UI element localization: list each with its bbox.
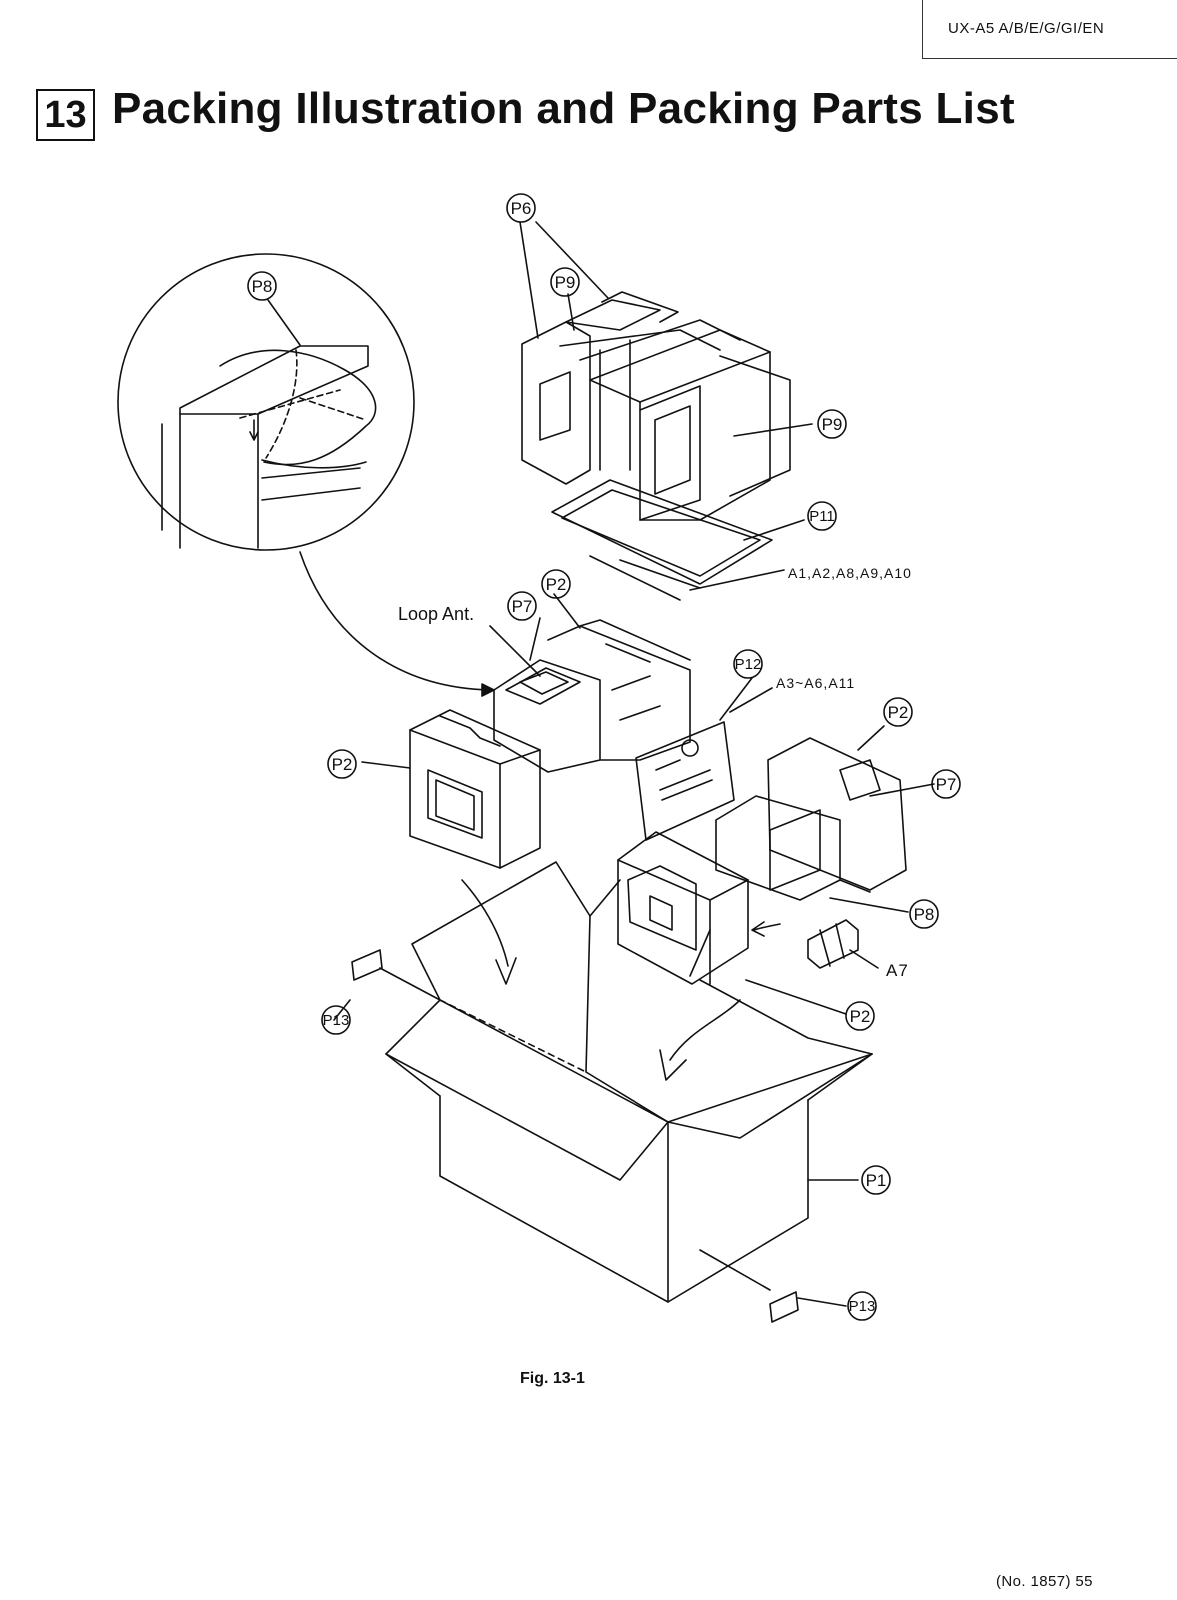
label-p8-circle: P8 [247, 271, 277, 301]
svg-text:P2: P2 [546, 575, 567, 594]
main-unit [493, 619, 691, 773]
label-p7-left: P7 [507, 591, 537, 621]
label-a7: A7 [886, 961, 909, 980]
label-loop-ant: Loop Ant. [398, 604, 474, 624]
svg-text:P13: P13 [849, 1298, 876, 1315]
svg-text:P9: P9 [822, 415, 843, 434]
label-a-group2: A3~A6,A11 [776, 675, 855, 691]
clip-part [807, 919, 859, 969]
svg-text:P8: P8 [914, 905, 935, 924]
label-p13-bottom: P13 [847, 1291, 877, 1321]
poly-sheet [551, 479, 773, 601]
svg-text:P1: P1 [866, 1171, 887, 1190]
page-number: (No. 1857) 55 [996, 1573, 1093, 1590]
speaker-stack [521, 291, 791, 521]
svg-text:P2: P2 [850, 1007, 871, 1026]
label-p11: P11 [807, 501, 837, 531]
svg-text:P8: P8 [252, 277, 273, 296]
svg-text:P7: P7 [936, 775, 957, 794]
label-p8: P8 [909, 899, 939, 929]
label-p2-bottom: P2 [845, 1001, 875, 1031]
detail-circle [117, 253, 415, 551]
label-p6: P6 [506, 193, 536, 223]
label-p2-top: P2 [541, 569, 571, 599]
accessory-bag [635, 721, 735, 841]
front-cushion [617, 831, 749, 985]
packing-diagram: P6 P8 P9 P9 P11 A1,A2,A8,A9,A10 P2 P7 Lo… [117, 193, 961, 1323]
svg-text:P13: P13 [323, 1012, 350, 1029]
label-p9-right: P9 [817, 409, 847, 439]
model-number: UX-A5 A/B/E/G/GI/EN [948, 20, 1105, 37]
label-p7-right: P7 [931, 769, 961, 799]
svg-text:P9: P9 [555, 273, 576, 292]
svg-text:P12: P12 [735, 656, 762, 673]
svg-text:P7: P7 [512, 597, 533, 616]
label-a-group1: A1,A2,A8,A9,A10 [788, 565, 912, 581]
right-cushion [715, 737, 907, 901]
svg-text:P6: P6 [511, 199, 532, 218]
carton [385, 861, 873, 1303]
label-p2-right: P2 [883, 697, 913, 727]
svg-text:P11: P11 [809, 508, 835, 525]
label-p13-left: P13 [321, 1005, 351, 1035]
label-p2-left: P2 [327, 749, 357, 779]
figure-caption: Fig. 13-1 [520, 1370, 585, 1387]
svg-text:P2: P2 [332, 755, 353, 774]
model-box [922, 0, 1177, 59]
label-p9-top: P9 [550, 267, 580, 297]
section-title: Packing Illustration and Packing Parts L… [112, 84, 1015, 133]
section-number: 13 [36, 89, 95, 141]
label-p12: P12 [733, 649, 763, 679]
label-p1: P1 [861, 1165, 891, 1195]
left-cushion [409, 709, 541, 869]
svg-text:P2: P2 [888, 703, 909, 722]
